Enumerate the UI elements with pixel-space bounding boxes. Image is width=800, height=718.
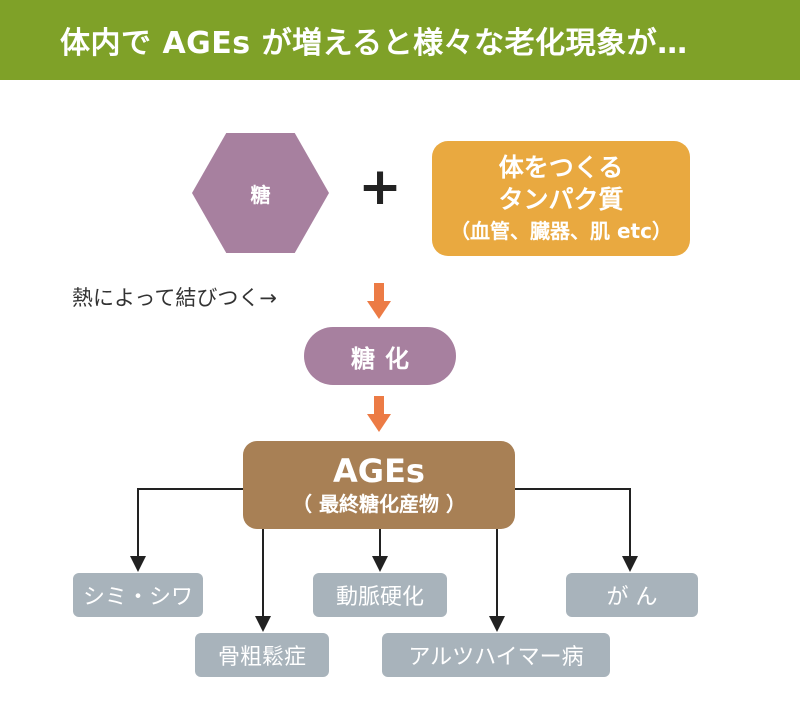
effect-osteoporosis: 骨粗鬆症 <box>195 633 329 677</box>
connector-wrinkles <box>137 488 243 556</box>
glycation-pill: 糖化 <box>304 327 456 385</box>
binding-caption: 熱によって結びつく→ <box>72 286 277 310</box>
effect-cancer: が ん <box>566 573 698 617</box>
ages-title: AGEs <box>333 452 425 490</box>
glycation-label: 糖化 <box>351 344 419 373</box>
arrow-down-icon <box>367 396 391 434</box>
connector-cancer <box>515 488 631 556</box>
effect-wrinkles: シミ・シワ <box>73 573 203 617</box>
effect-wrinkles-label: シミ・シワ <box>82 585 193 610</box>
protein-line-3: （血管、臓器、肌 etc） <box>450 218 672 243</box>
arrowhead-alzheimers <box>489 616 505 632</box>
arrowhead-wrinkles <box>130 556 146 572</box>
effect-osteoporosis-label: 骨粗鬆症 <box>217 645 306 670</box>
effect-cancer-label: が ん <box>606 585 658 610</box>
page-title: 体内で AGEs が増えると様々な老化現象が… <box>0 0 800 80</box>
arrowhead-osteoporosis <box>255 616 271 632</box>
protein-box: 体をつくる タンパク質 （血管、臓器、肌 etc） <box>432 141 690 256</box>
effect-alzheimers: アルツハイマー病 <box>382 633 610 677</box>
sugar-label: 糖 <box>250 182 271 207</box>
effect-arteriosclerosis: 動脈硬化 <box>313 573 447 617</box>
arrow-down-icon <box>367 283 391 321</box>
protein-line-2: タンパク質 <box>498 184 624 214</box>
effect-arteriosclerosis-label: 動脈硬化 <box>335 585 424 610</box>
ages-subtitle: （ 最終糖化産物 ） <box>292 492 466 516</box>
effect-alzheimers-label: アルツハイマー病 <box>408 645 584 670</box>
plus-icon: + <box>358 157 402 217</box>
arrowhead-cancer <box>622 556 638 572</box>
arrowhead-arteriosclerosis <box>372 556 388 572</box>
protein-line-1: 体をつくる <box>498 152 624 182</box>
ages-box: AGEs （ 最終糖化産物 ） <box>243 441 515 529</box>
